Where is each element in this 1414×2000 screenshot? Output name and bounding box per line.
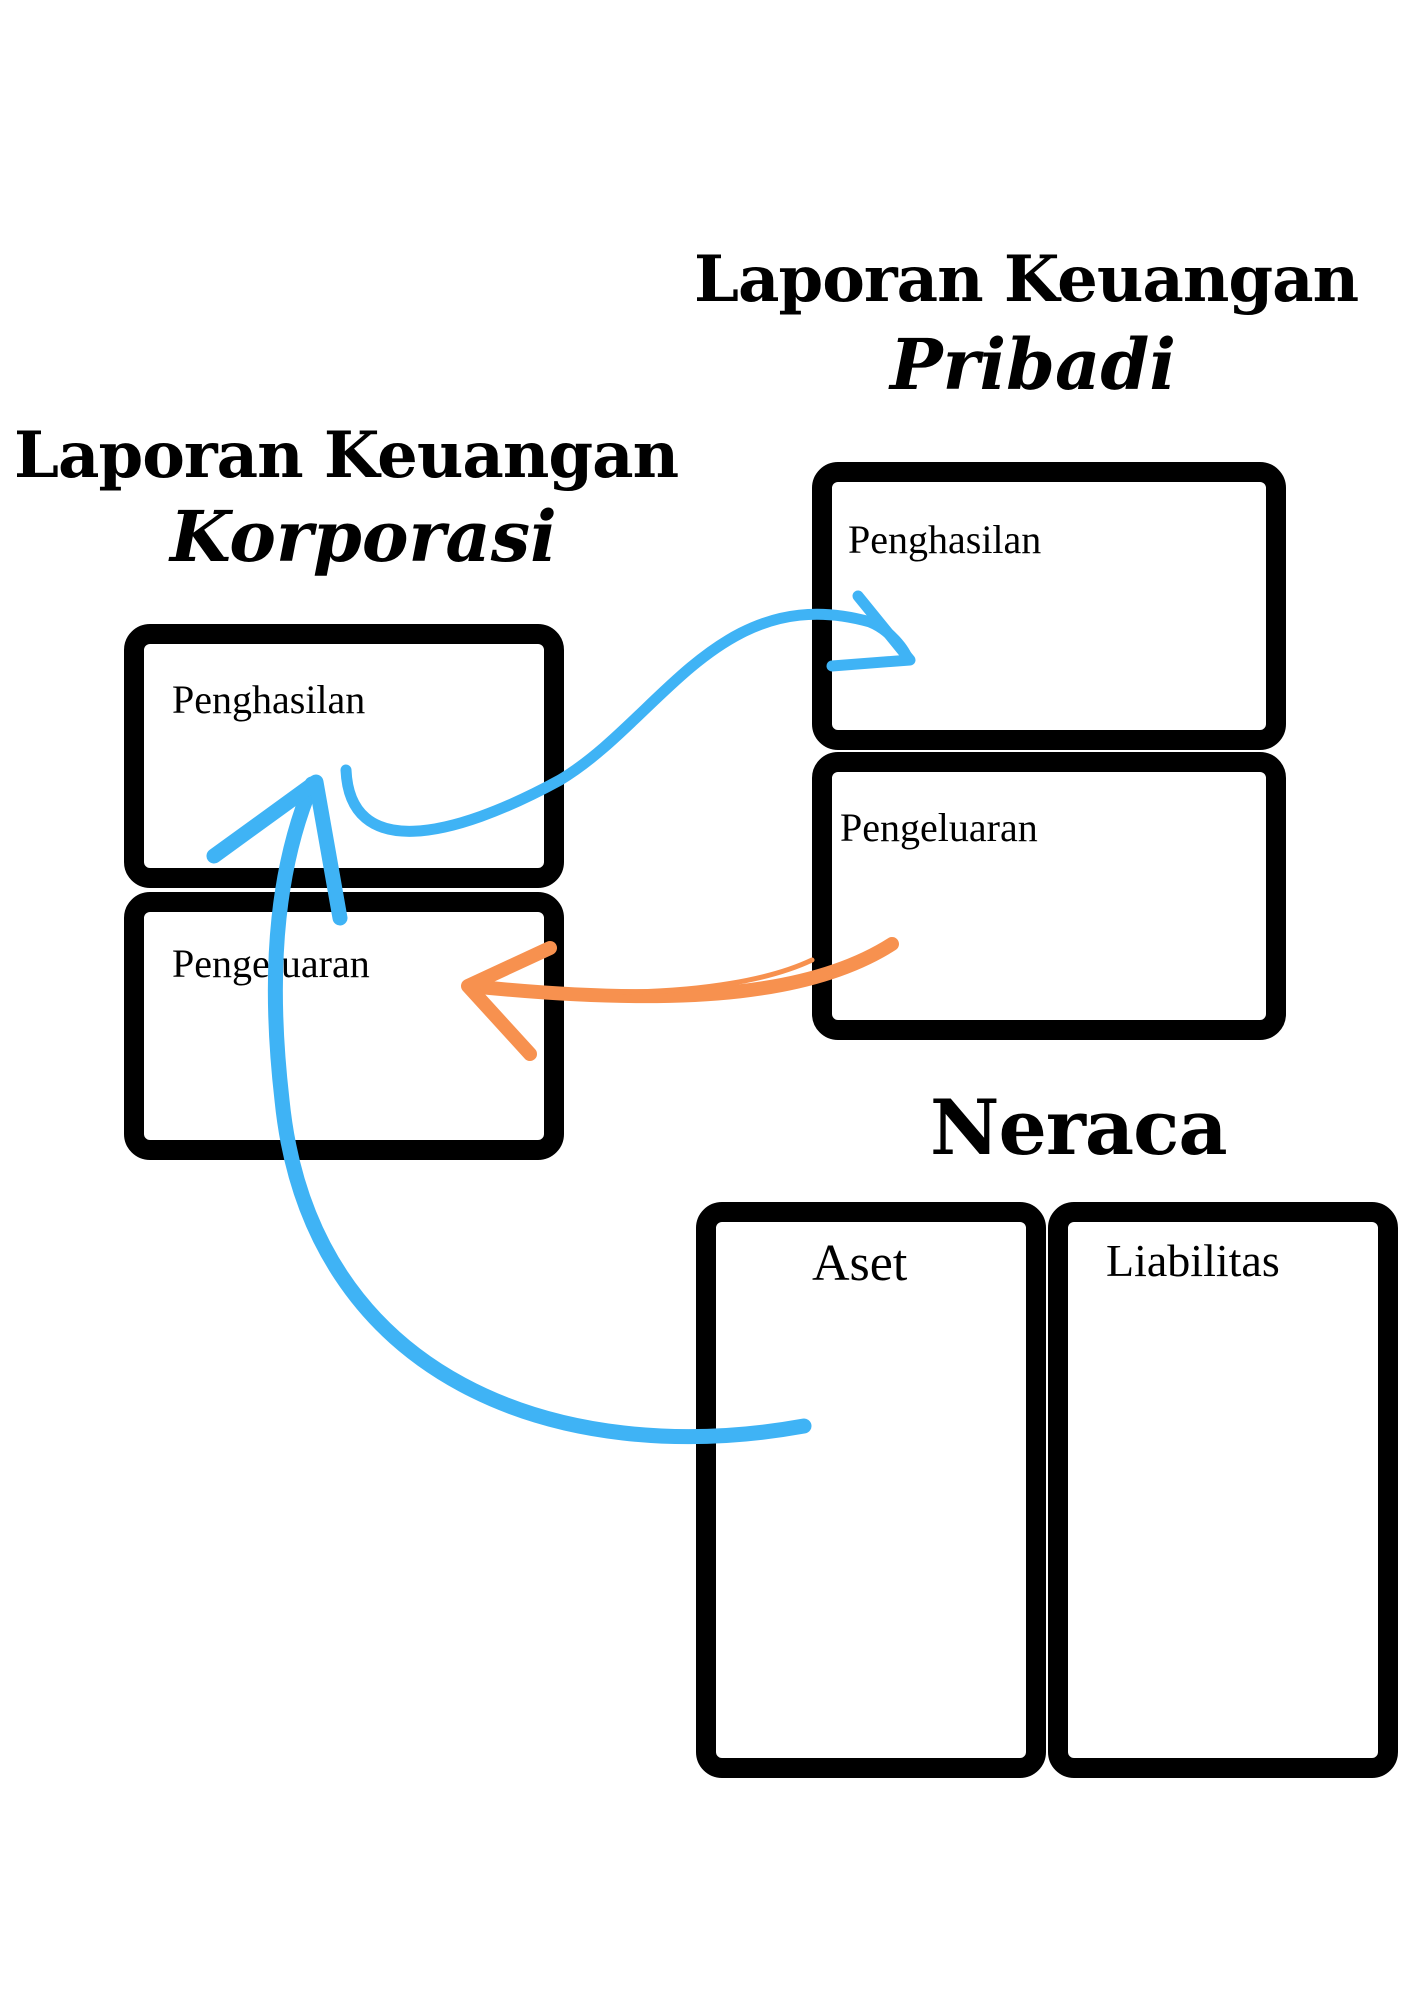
corporate-subtitle: Korporasi bbox=[170, 495, 557, 578]
corporate-expense-box bbox=[124, 892, 564, 1160]
corporate-title: Laporan Keuangan bbox=[14, 418, 679, 493]
arrow-corporate-income-to-personal-income bbox=[340, 608, 914, 837]
balance-sheet-title: Neraca bbox=[930, 1083, 1228, 1172]
arrow-head-corporate-income bbox=[206, 774, 348, 926]
arrow-personal-expense-to-corporate-expense bbox=[463, 937, 899, 1004]
personal-subtitle: Pribadi bbox=[890, 323, 1176, 406]
personal-income-box bbox=[812, 462, 1286, 750]
arrow-head-corporate-expense bbox=[461, 941, 557, 1061]
assets-label: Aset bbox=[812, 1235, 908, 1292]
personal-income-label: Penghasilan bbox=[848, 517, 1042, 562]
personal-expense-label: Pengeluaran bbox=[840, 805, 1038, 850]
corporate-income-label: Penghasilan bbox=[172, 677, 366, 722]
liabilities-label: Liabilitas bbox=[1106, 1235, 1280, 1286]
personal-expense-box bbox=[812, 752, 1286, 1040]
liabilities-box bbox=[1048, 1202, 1398, 1778]
corporate-income-box bbox=[124, 624, 564, 888]
assets-box bbox=[696, 1202, 1046, 1778]
arrow-head-personal-income bbox=[826, 590, 916, 672]
personal-title: Laporan Keuangan bbox=[694, 242, 1359, 317]
arrow-assets-to-corporate-income bbox=[267, 776, 812, 1445]
arrow-orange-accent-line bbox=[615, 957, 815, 995]
